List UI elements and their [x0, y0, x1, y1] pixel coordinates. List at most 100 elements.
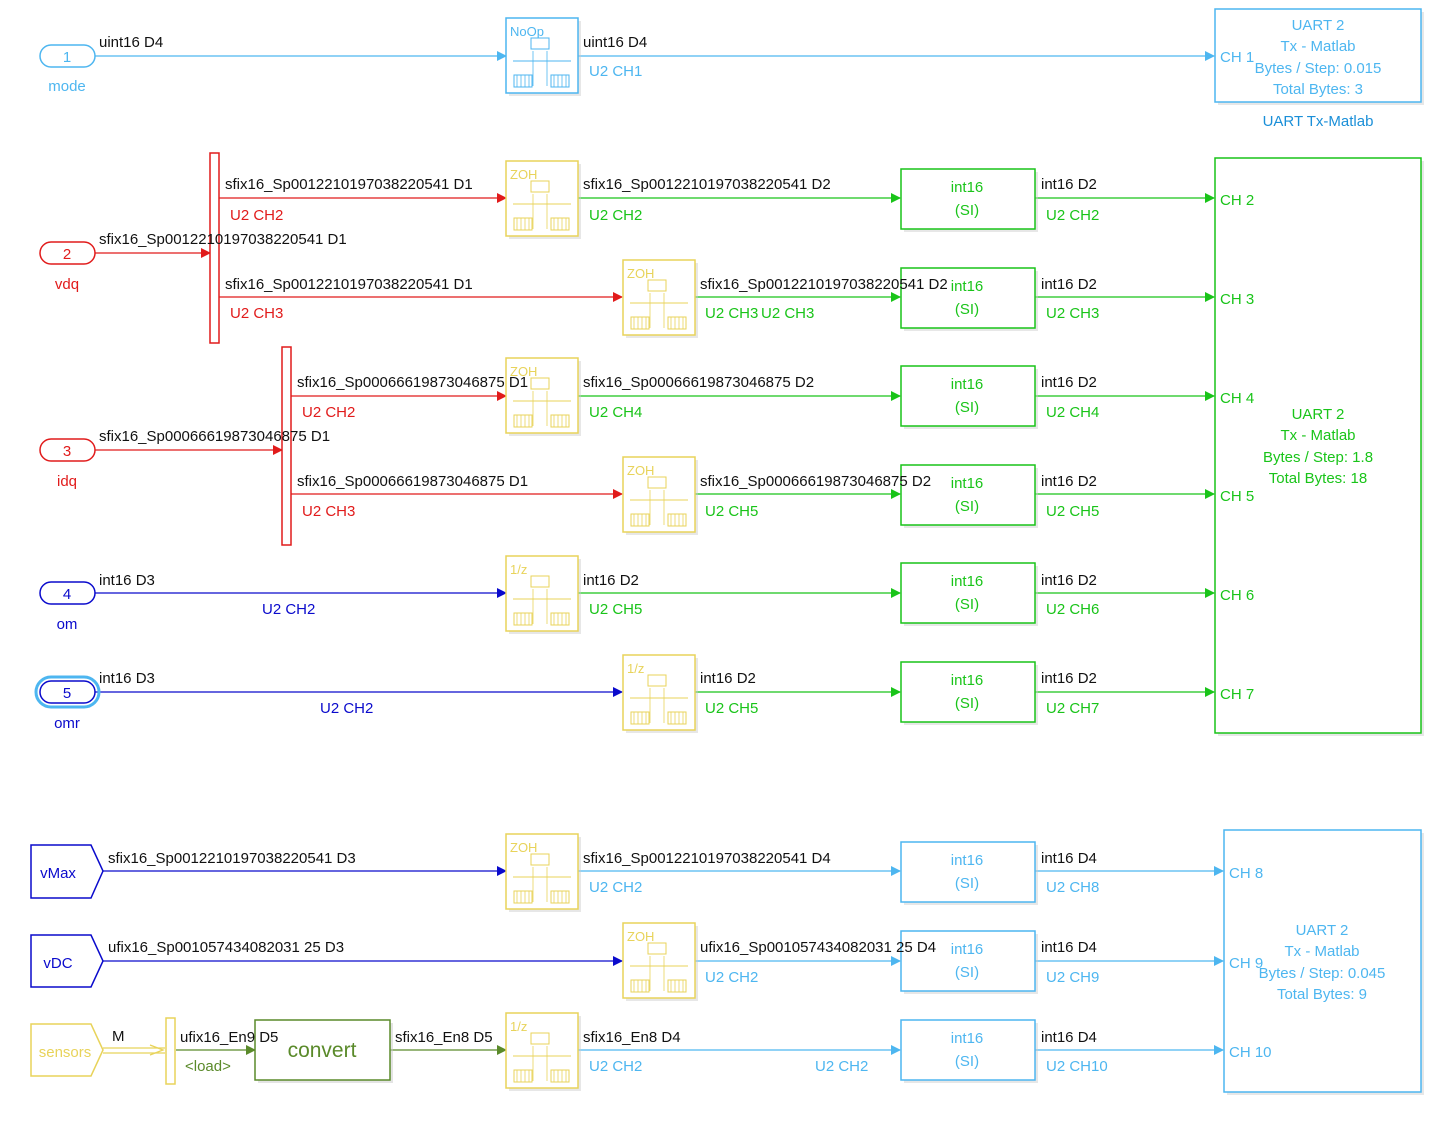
rate-label: U2 CH8: [1046, 879, 1099, 896]
signal-label: sfix16_Sp00066619873046875 D1: [99, 428, 330, 445]
rate-label: U2 CH5: [705, 503, 758, 520]
convert-block[interactable]: convert: [254, 1019, 393, 1083]
rate-block-label: 1/z: [510, 1019, 527, 1034]
data-type-conversion-blocks: int16(SI)int16(SI)int16(SI)int16(SI)int1…: [900, 168, 1038, 1083]
cast-type-label: int16: [951, 179, 984, 196]
from-tag-label: vMax: [40, 865, 76, 882]
rate-block-label: ZOH: [627, 929, 654, 944]
rate-transition-block-zoh[interactable]: ZOH: [622, 456, 698, 535]
data-type-conversion-block[interactable]: int16(SI): [900, 267, 1038, 331]
data-type-conversion-block[interactable]: int16(SI): [900, 168, 1038, 232]
rate-transition-block-zoh[interactable]: ZOH: [505, 833, 581, 912]
rate-block-label: 1/z: [627, 661, 644, 676]
port-label-ch7: CH 7: [1220, 686, 1254, 703]
signal-label: ufix16_Sp001057434082031 25 D3: [108, 939, 344, 956]
signal-lines: [95, 51, 1224, 1055]
demux-vdq[interactable]: [209, 152, 220, 344]
rate-label: U2 CH5: [705, 700, 758, 717]
data-type-conversion-block[interactable]: int16 (SI): [900, 930, 1038, 994]
rate-block-label: ZOH: [627, 463, 654, 478]
bus-selector[interactable]: [149, 1017, 176, 1085]
data-type-conversion-block[interactable]: int16(SI): [900, 562, 1038, 626]
signal-label: int16 D4: [1041, 939, 1097, 956]
data-type-conversion-block[interactable]: int16(SI): [900, 661, 1038, 725]
cast-unit-label: (SI): [955, 1053, 979, 1070]
signal-label: sfix16_Sp0012210197038220541 D4: [583, 850, 831, 867]
signal-label: sfix16_Sp00066619873046875 D1: [297, 473, 528, 490]
signal-label: int16 D2: [1041, 276, 1097, 293]
cast-unit-label: (SI): [955, 964, 979, 981]
rate-label: U2 CH2: [230, 207, 283, 224]
cast-type-label: int16: [951, 1030, 984, 1047]
signal-label: int16 D2: [583, 572, 639, 589]
port-label-ch6: CH 6: [1220, 587, 1254, 604]
rate-label: U2 CH2: [320, 700, 373, 717]
cast-type-label: int16: [951, 278, 984, 295]
uart-title: UART 2: [1292, 406, 1345, 423]
rate-transition-block-unit-delay[interactable]: 1/z: [622, 654, 698, 733]
inport-name: om: [57, 616, 78, 633]
data-type-conversion-block[interactable]: int16(SI): [900, 464, 1038, 528]
uart-block-2[interactable]: UART 2 Tx - Matlab Bytes / Step: 1.8 Tot…: [1214, 157, 1424, 736]
signal-label: int16 D2: [1041, 473, 1097, 490]
rate-transition-block-noop[interactable]: NoOp: [505, 17, 581, 96]
rate-label: U2 CH3: [705, 305, 758, 322]
rate-label: U2 CH2: [815, 1058, 868, 1075]
rate-transition-block-zoh[interactable]: ZOH: [505, 357, 581, 436]
rate-transition-block-zoh[interactable]: ZOH: [505, 160, 581, 239]
bus-load-label: <load>: [185, 1058, 231, 1075]
signal-label: sfix16_Sp00066619873046875 D1: [297, 374, 528, 391]
uart-block-3[interactable]: UART 2 Tx - Matlab Bytes / Step: 0.045 T…: [1223, 829, 1424, 1095]
inport-om[interactable]: 4 om: [39, 581, 96, 633]
uart-total-bytes: Total Bytes: 3: [1273, 81, 1363, 98]
inport-number: 2: [63, 246, 71, 263]
rate-label: U2 CH2: [262, 601, 315, 618]
signal-label: sfix16_Sp00066619873046875 D2: [700, 473, 931, 490]
rate-transition-block-unit-delay[interactable]: 1/z: [505, 555, 581, 634]
rate-block-label: 1/z: [510, 562, 527, 577]
port-label-ch4: CH 4: [1220, 390, 1254, 407]
uart-total-bytes: Total Bytes: 18: [1269, 470, 1367, 487]
demux-idq[interactable]: [281, 346, 292, 546]
cast-type-label: int16: [951, 852, 984, 869]
from-tag-label: vDC: [43, 955, 72, 972]
from-tag-vmax[interactable]: vMax: [30, 844, 104, 899]
signal-label: ufix16_Sp001057434082031 25 D4: [700, 939, 936, 956]
data-type-conversion-block[interactable]: int16(SI): [900, 841, 1038, 905]
signal-label: sfix16_Sp00066619873046875 D2: [583, 374, 814, 391]
rate-label: U2 CH2: [589, 1058, 642, 1075]
uart-subtitle: Tx - Matlab: [1280, 38, 1355, 55]
uart-block-1[interactable]: UART 2 Tx - Matlab Bytes / Step: 0.015 T…: [1214, 8, 1424, 105]
from-tag-vdc[interactable]: vDC: [30, 934, 104, 988]
cast-type-label: int16: [951, 941, 984, 958]
rate-label: U2 CH5: [589, 601, 642, 618]
rate-label: U2 CH3: [302, 503, 355, 520]
rate-label: U2 CH2: [1046, 207, 1099, 224]
rate-transition-block-zoh[interactable]: ZOH: [622, 922, 698, 1001]
signal-label: sfix16_Sp0012210197038220541 D3: [108, 850, 356, 867]
inport-omr[interactable]: 5 omr: [34, 675, 101, 732]
rate-label: U2 CH3: [761, 305, 814, 322]
uart-subtitle: Tx - Matlab: [1280, 427, 1355, 444]
rate-transition-block-zoh[interactable]: ZOH: [622, 259, 698, 338]
from-tag-sensors[interactable]: sensors: [30, 1023, 104, 1077]
cast-type-label: int16: [951, 475, 984, 492]
inport-idq[interactable]: 3 idq: [39, 438, 96, 490]
cast-unit-label: (SI): [955, 399, 979, 416]
signal-label: int16 D2: [1041, 176, 1097, 193]
inport-name: omr: [54, 715, 80, 732]
inport-number: 3: [63, 443, 71, 460]
signal-label: int16 D4: [1041, 1029, 1097, 1046]
signal-label: sfix16_En8 D5: [395, 1029, 493, 1046]
data-type-conversion-block[interactable]: int16(SI): [900, 365, 1038, 429]
signal-label: ufix16_En9 D5: [180, 1029, 278, 1046]
rate-transition-block-unit-delay[interactable]: 1/z: [505, 1012, 581, 1091]
rate-block-label: ZOH: [510, 840, 537, 855]
inport-mode[interactable]: 1 mode: [39, 44, 96, 95]
port-label-ch3: CH 3: [1220, 291, 1254, 308]
inport-vdq[interactable]: 2 vdq: [39, 241, 96, 293]
data-type-conversion-block[interactable]: int16 (SI): [900, 1019, 1038, 1083]
uart-total-bytes: Total Bytes: 9: [1277, 986, 1367, 1003]
port-label-ch2: CH 2: [1220, 192, 1254, 209]
